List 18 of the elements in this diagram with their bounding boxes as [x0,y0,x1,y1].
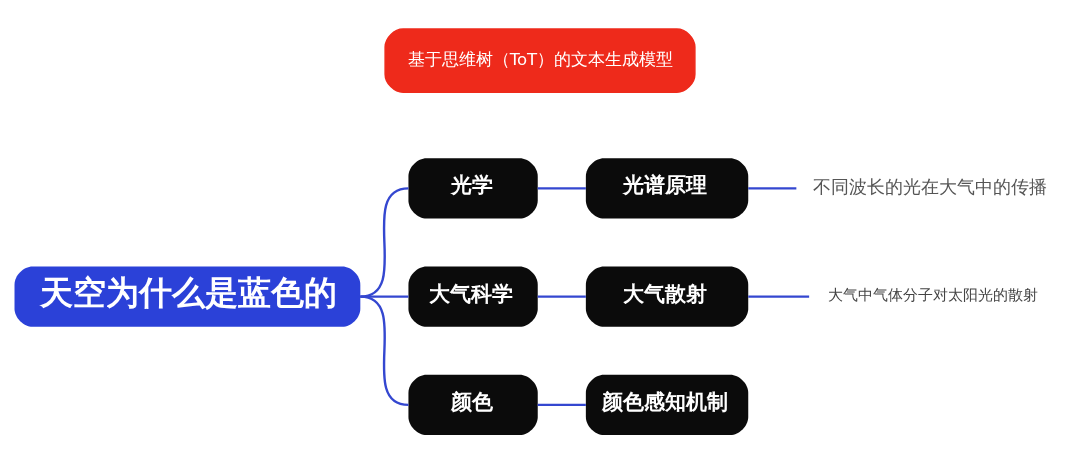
connector [748,187,797,190]
node-box: 光学 [408,158,538,219]
diagram-title: 基于思维树（ToT）的文本生成模型 [407,49,674,69]
node-box: 大气散射 [585,266,749,327]
node-box: 颜色 [408,374,538,435]
connector [360,295,409,298]
node-box: 光谱原理 [585,158,749,219]
connector [537,187,586,190]
connector [360,187,409,298]
node-box: 颜色感知机制 [585,374,749,435]
connector [360,295,409,407]
node-text: 不同波长的光在大气中的传播 [812,176,1047,198]
connector [537,295,586,298]
node-text: 大气中气体分子对太阳光的散射 [827,286,1038,305]
connector [537,403,586,407]
connector [748,295,810,298]
node-box: 大气科学 [408,266,538,327]
node-box: 天空为什么是蓝色的 [14,266,361,327]
